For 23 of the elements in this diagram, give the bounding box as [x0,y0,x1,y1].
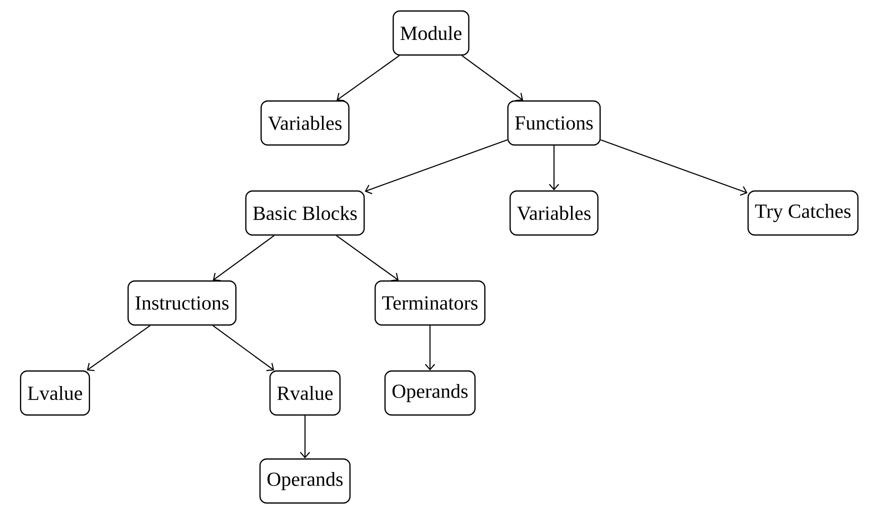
tree-box: Module [392,10,470,56]
tree-box: Functions [507,100,601,146]
arrow [462,55,524,102]
arrow [548,146,560,190]
arrow [600,139,748,196]
tree-box: Try Catches [748,190,859,236]
tree-box: Rvalue [269,370,341,416]
tree-box: Operands [384,370,476,416]
arrow [86,325,150,372]
tree-box: Operands [259,458,351,504]
arrow [300,416,310,458]
arrow [336,55,400,102]
arrow [364,139,508,194]
tree-box: Instructions [128,280,236,326]
tree-box: Basic Blocks [245,190,365,236]
tree-box: Lvalue [20,370,90,416]
tree-box: Variables [260,100,350,146]
tree-box: Terminators [374,280,486,326]
arrow [336,235,399,282]
arrow [212,325,274,372]
tree-box: Variables [510,190,598,236]
arrow [212,235,274,282]
arrow [424,326,436,370]
